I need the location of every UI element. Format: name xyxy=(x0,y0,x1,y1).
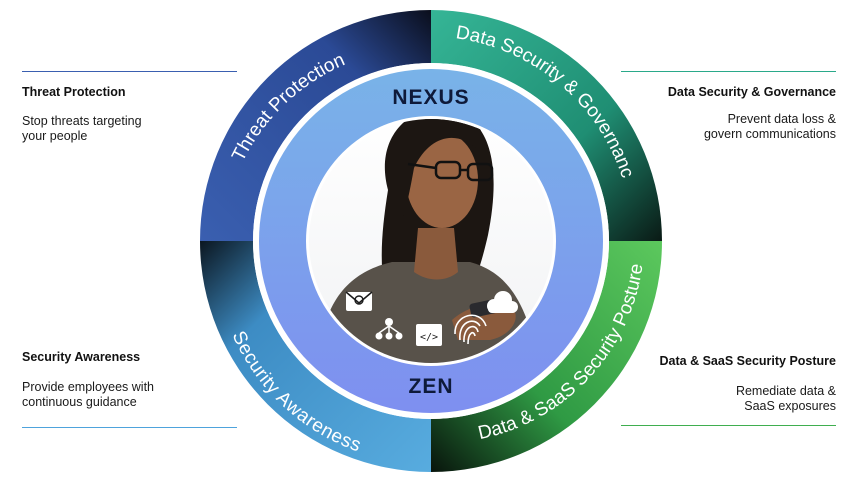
divider xyxy=(22,427,237,428)
svg-text:</>: </> xyxy=(420,332,438,343)
callout-title: Security Awareness xyxy=(22,350,141,364)
divider xyxy=(621,71,836,72)
divider xyxy=(621,425,836,426)
ring-segment-saas-posture xyxy=(431,241,662,472)
callout-saas-security-posture: Data & SaaS Security Posture Remediate d… xyxy=(621,354,836,426)
callout-security-awareness: Security Awareness Provide employees wit… xyxy=(22,350,237,428)
cloud-icon xyxy=(487,291,518,313)
callout-desc-line: Stop threats targeting xyxy=(22,114,142,128)
callout-desc-line: Provide employees with xyxy=(22,380,155,394)
person-photo xyxy=(309,119,553,363)
callout-title: Data Security & Governance xyxy=(667,85,836,99)
divider xyxy=(22,71,237,72)
callout-desc-line: Prevent data loss & xyxy=(727,112,836,126)
nexus-label: NEXUS xyxy=(392,86,469,109)
callout-title: Data & SaaS Security Posture xyxy=(659,354,836,368)
fingerprint-icon xyxy=(454,314,487,345)
callout-title: Threat Protection xyxy=(22,85,126,99)
callout-data-security-governance: Data Security & Governance Prevent data … xyxy=(621,71,836,142)
zen-label: ZEN xyxy=(409,375,454,398)
code-icon: </> xyxy=(416,324,442,346)
ring-segment-security-awareness xyxy=(200,241,431,472)
network-people-icon xyxy=(375,318,403,340)
ring-segment-data-governance xyxy=(431,10,662,241)
callout-desc-line: continuous guidance xyxy=(22,395,137,409)
email-icon xyxy=(345,291,373,311)
callout-desc-line: your people xyxy=(22,129,88,143)
callout-desc-line: govern communications xyxy=(703,127,836,141)
callout-threat-protection: Threat Protection Stop threats targeting… xyxy=(22,71,237,144)
callout-desc-line: Remediate data & xyxy=(735,384,836,398)
ring-segment-threat-protection xyxy=(200,10,431,241)
callout-desc-line: SaaS exposures xyxy=(744,399,836,413)
